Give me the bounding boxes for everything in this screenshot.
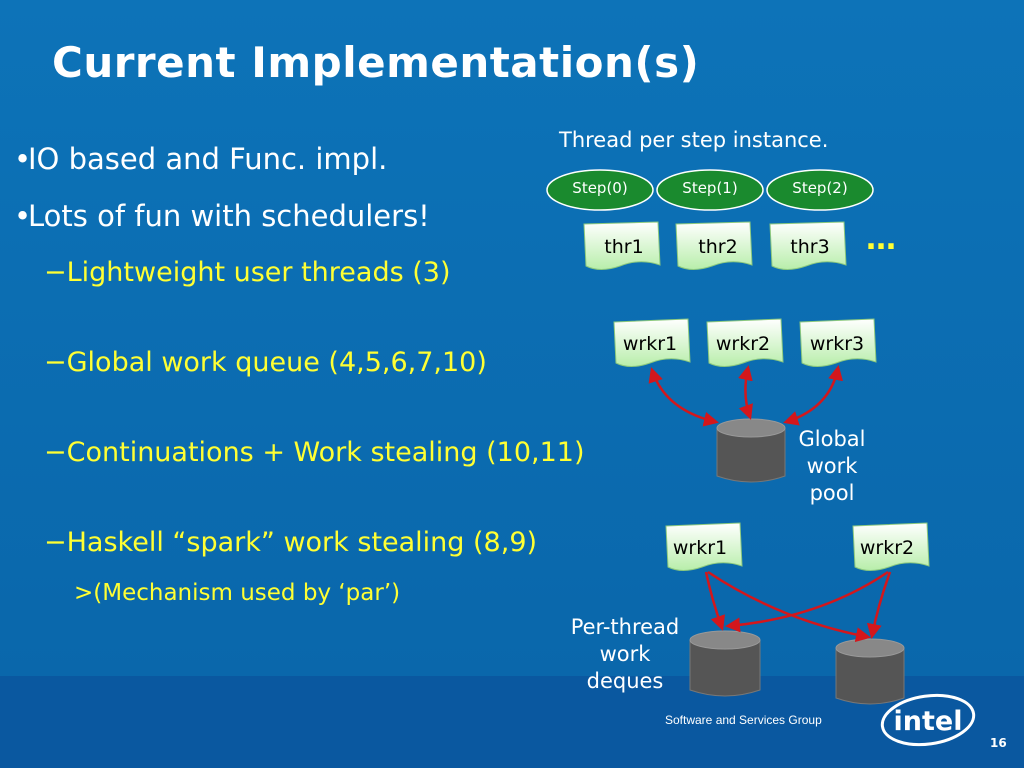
arrow-wrkr1-deque2 <box>707 570 871 643</box>
sub-bullet-item: −Lightweight user threads (3) <box>44 257 451 288</box>
more-threads-ellipsis: … <box>866 222 896 257</box>
worker-label: wrkr2 <box>860 537 914 559</box>
arrow-wrkr1-deque1 <box>704 571 726 631</box>
arrow-wrkr2-deque1 <box>725 570 889 633</box>
deque-cylinder-1 <box>689 630 761 697</box>
worker-label: wrkr1 <box>673 537 727 559</box>
thread-label: thr2 <box>698 236 737 258</box>
thread-node: thr3 <box>769 221 847 270</box>
global-worker-node: wrkr3 <box>799 318 877 367</box>
global-pool-cylinder <box>716 418 786 483</box>
sub-bullet-item: −Haskell “spark” work stealing (8,9) <box>44 527 538 558</box>
bullet-item: •Lots of fun with schedulers! <box>14 199 430 233</box>
sub-bullet-item: −Global work queue (4,5,6,7,10) <box>44 347 487 378</box>
intel-logo: intel <box>880 693 976 747</box>
worker-label: wrkr3 <box>810 333 864 355</box>
step-label: Step(2) <box>792 179 847 197</box>
global-worker-node: wrkr1 <box>613 318 691 367</box>
deque-worker-node: wrkr2 <box>852 522 930 571</box>
global-pool-label: Global work pool <box>798 427 866 505</box>
thread-label: thr1 <box>604 236 643 258</box>
logo-text: intel <box>894 706 963 737</box>
slide-title: Current Implementation(s) <box>52 38 700 87</box>
bullet-item: •IO based and Func. impl. <box>14 142 388 176</box>
global-worker-node: wrkr2 <box>706 318 784 367</box>
sub-bullet-item: −Continuations + Work stealing (10,11) <box>44 437 585 468</box>
thread-node: thr1 <box>583 221 661 270</box>
step-label: Step(0) <box>572 179 627 197</box>
arrow-wrkr3-pool <box>783 365 843 426</box>
sub-sub-bullet-item: >(Mechanism used by ‘par’) <box>74 580 401 606</box>
step-label: Step(1) <box>682 179 737 197</box>
page-number: 16 <box>990 736 1007 750</box>
worker-label: wrkr2 <box>716 333 770 355</box>
thread-label: thr3 <box>790 236 829 258</box>
worker-label: wrkr1 <box>623 333 677 355</box>
step-node: Step(1) <box>656 169 764 211</box>
deque-worker-node: wrkr1 <box>665 522 743 571</box>
footer-text: Software and Services Group <box>665 713 822 727</box>
step-node: Step(0) <box>546 169 654 211</box>
deque-cylinder-2 <box>835 638 905 705</box>
step-node: Step(2) <box>766 169 874 211</box>
thread-caption: Thread per step instance. <box>559 128 829 152</box>
deque-label: Per-thread work deques <box>570 615 680 693</box>
arrow-wrkr1-pool <box>648 367 719 427</box>
arrow-wrkr2-deque2 <box>866 571 892 639</box>
arrow-wrkr2-pool <box>738 365 753 420</box>
thread-node: thr2 <box>675 221 753 270</box>
